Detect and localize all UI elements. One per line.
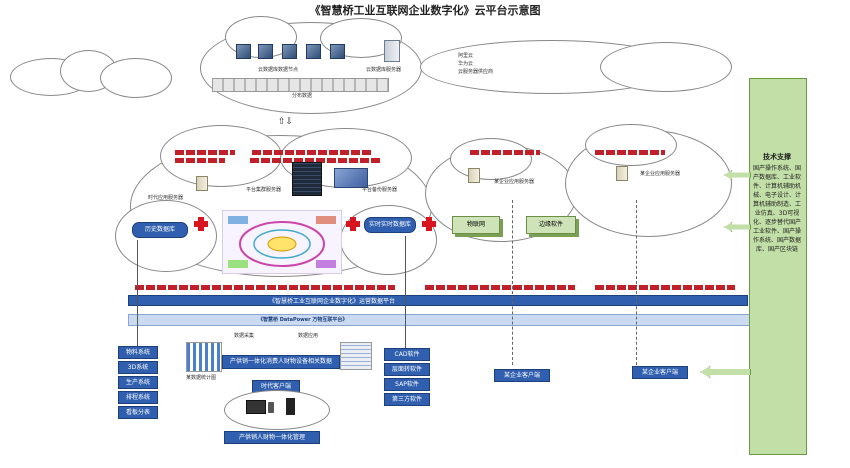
cluster-server-label: 平台集群服务器 <box>246 187 282 193</box>
history-db: 历史数据库 <box>132 222 188 238</box>
stats-chart-caption: 某数据统计图 <box>186 375 217 381</box>
platform-redbar <box>595 285 735 290</box>
enterprise-redbar <box>595 150 665 155</box>
cluster-server-icon <box>292 162 322 196</box>
stats-chart-thumbnail <box>186 342 222 372</box>
main-cloud-redbar <box>252 150 372 155</box>
laptop-icon <box>246 400 266 414</box>
connector-line <box>137 240 138 350</box>
edge-software-box: 边缘软件 <box>526 216 576 234</box>
enterprise-client-box: 某企业客户端 <box>494 369 550 382</box>
connector-cross-icon <box>346 217 360 231</box>
platform-redbar <box>135 285 395 290</box>
db-node-icon <box>236 44 251 59</box>
dataPower-platform-label: 《智慧桥 DataPower 万物互联平台》 <box>258 317 348 323</box>
db-node-icon <box>330 44 345 59</box>
system-item: 排程系统 <box>118 391 158 404</box>
top-cloud-nodes-label: 云数据库数据节点 <box>258 67 299 73</box>
top-cloud-bottom-label: 分布数据 <box>292 93 313 99</box>
tech-support-panel <box>749 78 807 455</box>
main-cloud-bump <box>160 125 282 187</box>
enterprise-client-box: 某企业客户端 <box>632 366 688 379</box>
integration-bar: 产供销一体化消费人财物设备相关数据 <box>222 355 340 369</box>
bottom-management-box: 产供销人财物一体化管理 <box>224 431 320 444</box>
desktop-icon <box>286 398 295 415</box>
phone-icon <box>268 402 274 413</box>
server-icon <box>468 168 480 183</box>
connector-dashed <box>636 200 637 365</box>
platform-redbar <box>425 285 575 290</box>
software-item: 层面转软件 <box>384 363 430 376</box>
backup-server-label: 平台备份服务器 <box>362 187 398 193</box>
arrow-left-icon <box>700 366 751 378</box>
server-icon <box>196 176 208 191</box>
top-cloud-server-label: 云数据库服务器 <box>366 67 402 73</box>
operations-data-platform-bar: 《智慧桥工业互联网企业数字化》运营数据平台 <box>128 295 748 306</box>
right-cloud-bump <box>600 42 732 92</box>
enterprise-cloud-2-bump <box>585 124 677 166</box>
db-node-icon <box>258 44 273 59</box>
db-server-icon <box>384 40 400 62</box>
right-cloud-line: 云服务器供应商 <box>458 69 494 75</box>
time-app-server-label: 时代应用服务器 <box>148 195 184 201</box>
db-node-icon <box>306 44 321 59</box>
right-cloud-line: 阿里云 <box>458 53 474 59</box>
connector-line <box>405 236 406 348</box>
backup-server-icon <box>334 168 368 188</box>
realtime-db: 实时实时数据库 <box>364 217 416 233</box>
enterprise-redbar <box>470 150 540 155</box>
enterprise-server-label: 某企业应用服务器 <box>640 171 681 177</box>
connector-cross-icon <box>194 217 208 231</box>
software-item: 第三方软件 <box>384 393 430 406</box>
system-item: 物料系统 <box>118 346 158 359</box>
client-devices-oval <box>224 390 330 430</box>
network-diagram <box>221 209 343 275</box>
main-cloud-redbar <box>175 158 225 163</box>
iot-box: 物联网 <box>452 216 500 234</box>
tech-support-heading: 技术支撑 <box>763 153 791 161</box>
up-down-arrows: ⇧⇩ <box>278 117 294 127</box>
main-cloud-redbar <box>250 158 380 163</box>
connector-cross-icon <box>422 217 436 231</box>
arrow-left-icon <box>724 222 751 232</box>
system-item: 生产系统 <box>118 376 158 389</box>
top-cloud-storage-row <box>212 78 389 92</box>
page-title: 《智慧桥工业互联网企业数字化》云平台示意图 <box>309 4 541 17</box>
collect-label-1: 数据采集 <box>234 333 255 339</box>
dataPower-platform-bar <box>128 314 750 326</box>
connector-dashed <box>512 200 513 365</box>
data-table-thumbnail <box>340 342 372 370</box>
software-item: CAD软件 <box>384 348 430 361</box>
tech-support-body: 国产操作系统、国产数据库、工业软件、计算机辅助机械、电子设计、计算机辅助制造、工… <box>752 165 801 253</box>
db-node-icon <box>282 44 297 59</box>
collect-label-2: 数据应用 <box>298 333 319 339</box>
left-cloud-bump <box>100 58 172 98</box>
enterprise-server-label: 某企业应用服务器 <box>494 179 535 185</box>
main-cloud-redbar <box>175 150 235 155</box>
right-cloud-line: 华为云 <box>458 61 474 67</box>
server-icon <box>616 166 628 181</box>
system-item: 看板分表 <box>118 406 158 419</box>
main-cloud-bump <box>340 205 437 275</box>
system-item: 3D系统 <box>118 361 158 374</box>
enterprise-cloud-1-bump <box>450 138 532 180</box>
software-item: SAP软件 <box>384 378 430 391</box>
